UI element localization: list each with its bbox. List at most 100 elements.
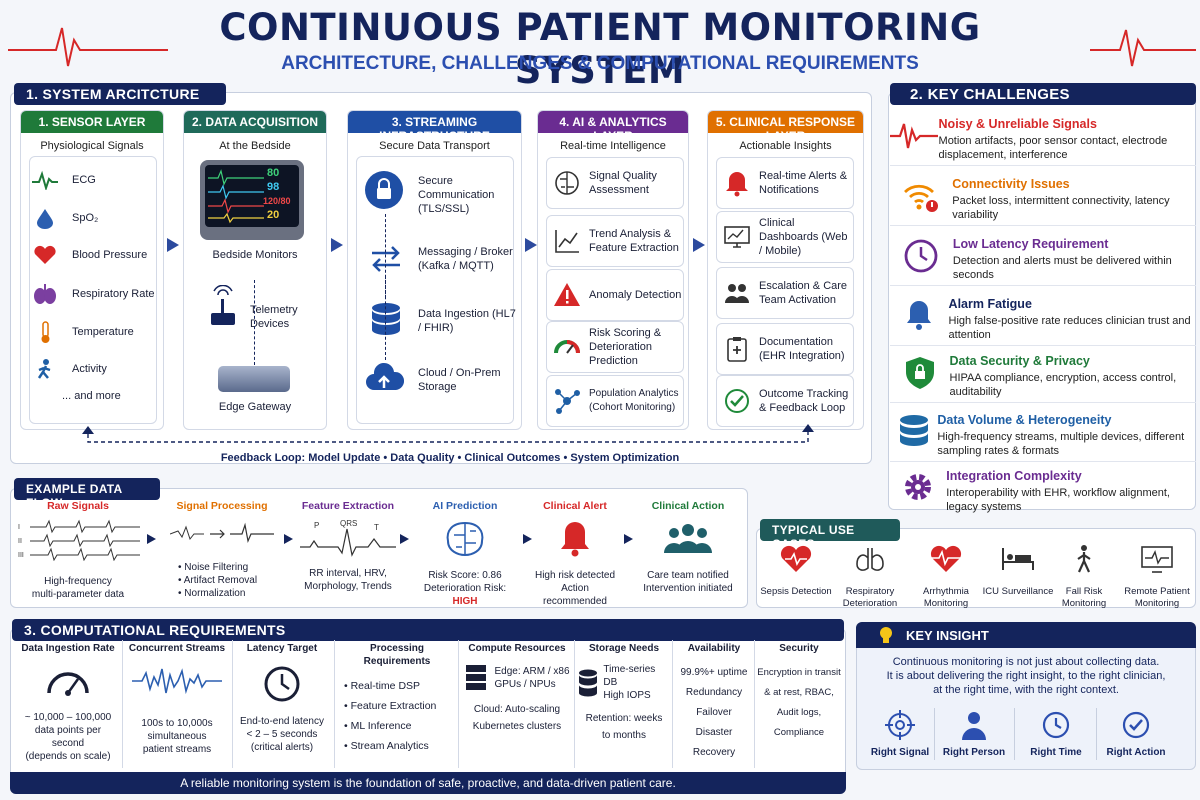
target-icon <box>885 710 915 740</box>
speedometer-icon <box>47 672 89 696</box>
alert-bell-icon <box>561 522 589 557</box>
storage-icon <box>579 669 597 696</box>
gauge-icon <box>554 340 580 354</box>
sensor-blood-pressure: Blood Pressure <box>32 244 147 266</box>
sensor-ecg: ECG <box>32 170 96 190</box>
network-nodes-icon <box>555 389 580 414</box>
database-icon <box>372 303 400 335</box>
insight-right-person: Right Person <box>934 710 1014 758</box>
arrow-acquisition-to-streaming <box>331 238 343 252</box>
heart-ecg-icon <box>929 545 963 572</box>
lock-cloud-icon <box>365 171 403 209</box>
clinical-card-outcome-tracking: Outcome Tracking & Feedback Loop <box>716 375 854 427</box>
clinical-card-escalation: Escalation & Care Team Activation <box>716 267 854 319</box>
ai-analytics-layer: 4. AI & ANALYTICS LAYER Real-time Intell… <box>537 110 689 430</box>
acquisition-subtitle: At the Bedside <box>219 140 291 152</box>
lead-label-3: III <box>18 552 24 559</box>
sensor-activity: Activity <box>32 358 107 380</box>
heartbeat-right-icon <box>1090 29 1196 67</box>
gear-icon <box>905 474 932 500</box>
ai-subtitle: Real-time Intelligence <box>560 140 666 152</box>
clinical-card-alerts: Real-time Alerts & Notifications <box>716 157 854 209</box>
clinical-card-dashboards: Clinical Dashboards (Web / Mobile) <box>716 211 854 263</box>
edge-gateway-icon <box>218 366 290 392</box>
lead-label-1: I <box>18 524 20 531</box>
clinical-response-layer: 5. CLINICAL RESPONSE LAYER Actionable In… <box>707 110 864 430</box>
ai-card-anomaly-detection: Anomaly Detection <box>546 269 684 321</box>
insight-right-time: Right Time <box>1016 710 1096 758</box>
lungs-outline-icon <box>856 548 884 571</box>
use-cases-heading: TYPICAL USE CASES <box>760 519 900 551</box>
usecase-icu: ICU Surveillance <box>982 544 1054 598</box>
usecase-arrhythmia: Arrhythmia Monitoring <box>910 544 982 610</box>
droplet-icon <box>37 209 53 229</box>
sensor-layer-title: 1. SENSOR LAYER <box>21 111 163 133</box>
arrow-flow-1 <box>147 534 156 544</box>
ai-card-trend-analysis: Trend Analysis & Feature Extraction <box>546 215 684 267</box>
cloud-upload-icon <box>366 363 404 390</box>
filtered-signal-icon <box>169 522 274 544</box>
edge-gateway-label: Edge Gateway <box>218 401 292 413</box>
time-clock-icon <box>1042 711 1070 739</box>
computational-panel <box>10 628 846 792</box>
sensor-spo2: SpO₂ <box>32 207 98 229</box>
flow-signal-processing: Signal Processing • Noise Filtering • Ar… <box>164 500 280 600</box>
usecase-fall-risk: Fall Risk Monitoring <box>1048 544 1120 610</box>
key-insight-header: KEY INSIGHT <box>856 622 1196 648</box>
clinical-subtitle: Actionable Insights <box>739 140 832 152</box>
line-chart-icon <box>555 230 579 253</box>
sensor-more: ... and more <box>62 390 121 402</box>
hospital-bed-icon <box>1002 548 1034 570</box>
monitor-spo2: 98 <box>267 181 280 193</box>
lungs-icon <box>34 284 56 304</box>
usecase-remote: Remote Patient Monitoring <box>1118 544 1196 610</box>
clinical-card-documentation: Documentation (EHR Integration) <box>716 323 854 375</box>
data-flow-panel <box>10 488 748 608</box>
arrow-flow-2 <box>284 534 293 544</box>
comp-ingestion-rate: Data Ingestion Rate ~ 10,000 – 100,000 d… <box>21 643 115 762</box>
computational-heading: 3. COMPUTATIONAL REQUIREMENTS <box>12 619 844 641</box>
flow-ai-prediction: AI Prediction Risk Score: 0.86 Deteriora… <box>423 500 507 607</box>
sensor-respiratory-rate: Respiratory Rate <box>32 283 155 305</box>
acquisition-title: 2. DATA ACQUISITION <box>184 111 326 133</box>
stopwatch-icon <box>264 666 300 702</box>
flow-clinical-alert: Clinical Alert High risk detected Action… <box>534 500 616 607</box>
key-challenges-heading: 2. KEY CHALLENGES <box>890 83 1196 105</box>
exchange-arrows-icon <box>372 246 400 272</box>
thermometer-icon <box>41 321 50 343</box>
arrow-flow-4 <box>523 534 532 544</box>
ai-card-signal-quality: Signal Quality Assessment <box>546 157 684 209</box>
ai-card-population-analytics: Population Analytics (Cohort Monitoring) <box>546 375 684 427</box>
arrow-sensor-to-acquisition <box>167 238 179 252</box>
data-flow-heading: EXAMPLE DATA FLOW <box>14 478 160 510</box>
warning-icon <box>554 283 580 306</box>
clock-icon <box>905 239 938 273</box>
comp-storage: Storage Needs Time-series DB High IOPS R… <box>578 642 670 742</box>
monitor-hr: 80 <box>267 167 280 179</box>
dashboard-screen-icon <box>724 226 750 248</box>
clipboard-icon <box>727 337 747 362</box>
sensor-layer-subtitle: Physiological Signals <box>40 140 144 152</box>
insight-right-action: Right Action <box>1096 710 1176 758</box>
bell-icon <box>726 172 748 197</box>
bedside-monitor-icon: 80 98 120/80 20 <box>200 160 304 240</box>
running-person-icon <box>37 359 51 379</box>
alarm-bell-icon <box>907 301 932 330</box>
telemetry-devices-label: Telemetry Devices <box>250 304 298 330</box>
care-team-icon <box>725 284 749 303</box>
usecase-sepsis: Sepsis Detection <box>760 544 832 598</box>
arrow-ai-to-clinical <box>693 238 705 252</box>
lead-label-2: II <box>18 538 22 545</box>
monitor-bp: 120/80 <box>263 196 291 206</box>
arrow-flow-3 <box>400 534 409 544</box>
